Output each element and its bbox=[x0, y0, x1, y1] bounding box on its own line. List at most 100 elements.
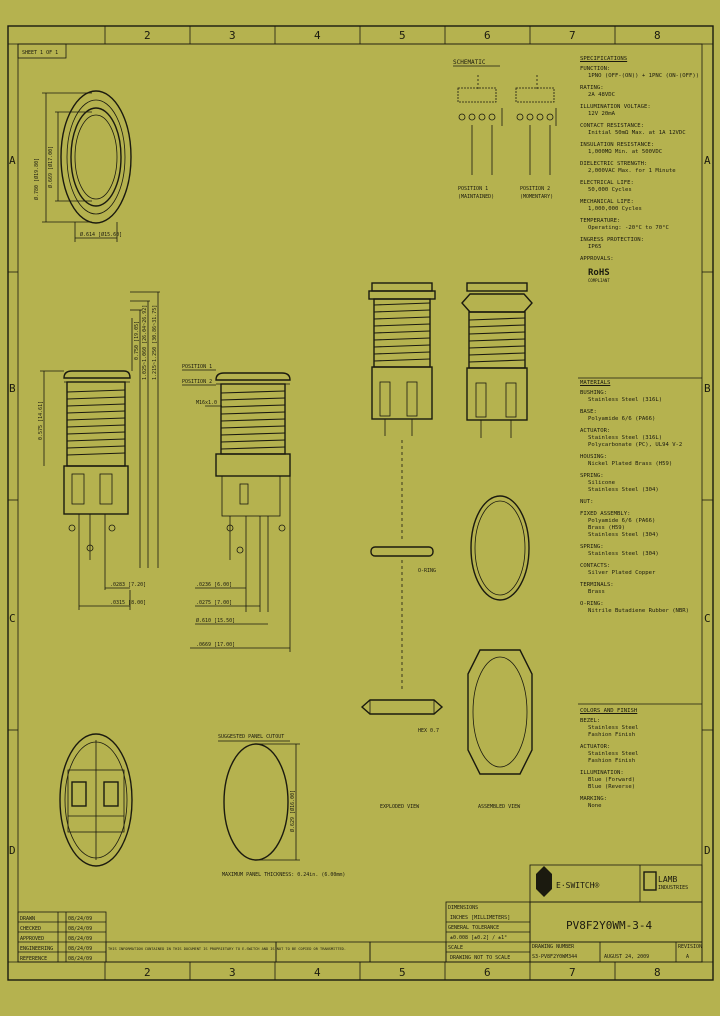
zone-col-5-bottom: 5 bbox=[399, 966, 406, 979]
tb-sign-3-date: 08/24/09 bbox=[68, 946, 92, 952]
tb-dwg-label: DRAWING NUMBER bbox=[532, 944, 575, 950]
zone-col-8-bottom: 8 bbox=[654, 966, 661, 979]
tb-units: INCHES [MILLIMETERS] bbox=[450, 915, 510, 921]
schematic: SCHEMATIC POSITION 1 (MAINTAINED) POSITI… bbox=[453, 59, 557, 200]
dim-top-v1: Ø.669 [Ø17.00] bbox=[47, 146, 54, 188]
zone-row-c: C bbox=[9, 612, 16, 625]
material-item: O-RING:Nitrile Butadiene Rubber (NBR) bbox=[580, 601, 700, 615]
rohs-badge: RoHS COMPLIANT bbox=[588, 268, 700, 283]
assembled-view: ASSEMBLED VIEW bbox=[461, 282, 533, 810]
spec-item: INSULATION RESISTANCE:1,000MΩ Min. at 50… bbox=[580, 142, 700, 156]
colors-finish-title: COLORS AND FINISH bbox=[580, 708, 638, 714]
tb-units-label: DIMENSIONS bbox=[448, 905, 478, 911]
exploded-view: O-RING HEX 0.7 EXPLODED VIEW bbox=[360, 282, 444, 810]
material-item: NUT: bbox=[580, 499, 700, 506]
spec-value: 2,000VAC Max. for 1 Minute bbox=[588, 168, 676, 174]
spec-value: 2A 48VDC bbox=[588, 92, 615, 98]
dim-side-d: 1.215~1.250 [30.86~31.75] bbox=[152, 305, 158, 380]
brand-eswitch: E·SWITCH® bbox=[556, 881, 600, 890]
brand-lamb-sub: INDUSTRIES bbox=[658, 885, 688, 891]
color-finish-value: Blue (Reverse) bbox=[588, 784, 636, 790]
eswitch-logo: E·SWITCH® bbox=[536, 866, 600, 897]
tb-date: AUGUST 24, 2009 bbox=[604, 954, 649, 960]
schematic-pos1: POSITION 1 bbox=[458, 186, 488, 192]
color-finish-label: ACTUATOR: bbox=[580, 744, 611, 750]
material-value: Polyamide 6/6 (PA66) bbox=[588, 518, 656, 524]
color-finish-label: MARKING: bbox=[580, 796, 607, 802]
label-assembled: ASSEMBLED VIEW bbox=[478, 804, 521, 810]
tb-sign-0-date: 08/24/09 bbox=[68, 916, 92, 922]
material-value: Silver Plated Copper bbox=[588, 570, 656, 576]
dim-b1: .0275 [7.00] bbox=[196, 600, 232, 606]
material-item: SPRING:Stainless Steel (304) bbox=[580, 544, 700, 558]
material-item: TERMINALS:Brass bbox=[580, 582, 700, 596]
material-item: HOUSING:Nickel Plated Brass (H59) bbox=[580, 454, 700, 468]
zone-col-4: 4 bbox=[314, 29, 321, 42]
spec-item: TEMPERATURE:Operating: -20°C to 70°C bbox=[580, 218, 700, 232]
spec-item: RATING:2A 48VDC bbox=[580, 85, 700, 99]
material-value: Stainless Steel (304) bbox=[588, 551, 659, 557]
color-finish-value: Stainless Steel bbox=[588, 751, 639, 757]
spec-item: ILLUMINATION VOLTAGE:12V 20mA bbox=[580, 104, 700, 118]
label-exploded: EXPLODED VIEW bbox=[380, 804, 420, 810]
spec-value: 1,000MΩ Min. at 500VDC bbox=[588, 149, 663, 155]
material-label: FIXED ASSEMBLY: bbox=[580, 511, 631, 517]
material-value: Silicone bbox=[588, 480, 615, 486]
spec-value: 1,000,000 Cycles bbox=[588, 206, 642, 212]
tb-notice: THIS INFORMATION CONTAINED IN THIS DOCUM… bbox=[108, 947, 346, 951]
material-label: HOUSING: bbox=[580, 454, 607, 460]
spec-value: 1PNO (OFF-(ON)) + 1PNC (ON-(OFF)) bbox=[588, 73, 700, 79]
tb-sign-3: ENGINEERING bbox=[20, 946, 53, 952]
material-label: O-RING: bbox=[580, 601, 604, 607]
dim-side-a: 0.575 [14.61] bbox=[38, 401, 44, 440]
material-label: SPRING: bbox=[580, 544, 604, 550]
dim-b5: .0669 [17.00] bbox=[196, 642, 235, 648]
spec-item: CONTACT RESISTANCE:Initial 50mΩ Max. at … bbox=[580, 123, 700, 137]
material-value: Polyamide 6/6 (PA66) bbox=[588, 416, 656, 422]
color-finish-value: Fashion Finish bbox=[588, 758, 636, 764]
panel-title: SUGGESTED PANEL CUTOUT bbox=[218, 734, 284, 740]
zone-col-6: 6 bbox=[484, 29, 491, 42]
panel-note: MAXIMUM PANEL THICKNESS: 0.24in. (6.00mm… bbox=[222, 872, 345, 878]
spec-item: ELECTRICAL LIFE:50,000 Cycles bbox=[580, 180, 700, 194]
lamb-logo: LAMB INDUSTRIES bbox=[643, 871, 688, 891]
dim-b3: .0315 [8.00] bbox=[110, 600, 146, 606]
side-view-right: POSITION 1 POSITION 2 M16x1.0 .0236 [6.0… bbox=[182, 364, 291, 652]
spec-label: INSULATION RESISTANCE: bbox=[580, 142, 655, 148]
material-value: Polycarbonate (PC), UL94 V-2 bbox=[588, 442, 683, 448]
material-label: ACTUATOR: bbox=[580, 428, 611, 434]
materials-title: MATERIALS bbox=[580, 380, 611, 386]
dim-side-c: 1.025~1.060 [26.04~26.92] bbox=[142, 305, 148, 380]
side-view-left: 0.575 [14.61] 0.750 [19.05] 1.025~1.060 … bbox=[38, 291, 160, 610]
color-finish-value: Stainless Steel bbox=[588, 725, 639, 731]
specifications-column: SPECIFICATIONS FUNCTION:1PNO (OFF-(ON)) … bbox=[580, 56, 700, 283]
color-finish-value: Fashion Finish bbox=[588, 732, 636, 738]
spec-label: DIELECTRIC STRENGTH: bbox=[580, 161, 648, 167]
color-finish-value: Blue (Forward) bbox=[588, 777, 636, 783]
tb-scale: DRAWING NOT TO SCALE bbox=[450, 955, 510, 961]
spec-label: ELECTRICAL LIFE: bbox=[580, 180, 634, 186]
spec-label: TEMPERATURE: bbox=[580, 218, 621, 224]
tb-sign-0: DRAWN bbox=[20, 916, 35, 922]
rohs-sub: COMPLIANT bbox=[588, 278, 610, 283]
tb-sign-4: REFERENCE bbox=[20, 956, 47, 962]
material-value: Stainless Steel (316L) bbox=[588, 435, 663, 441]
dim-pos1: POSITION 1 bbox=[182, 364, 212, 370]
material-value: Nitrile Butadiene Rubber (NBR) bbox=[588, 608, 690, 614]
tb-scale-label: SCALE bbox=[448, 945, 463, 951]
color-finish-label: ILLUMINATION: bbox=[580, 770, 624, 776]
material-item: CONTACTS:Silver Plated Copper bbox=[580, 563, 700, 577]
spec-value: Initial 50mΩ Max. at 1A 12VDC bbox=[588, 130, 686, 136]
schematic-title: SCHEMATIC bbox=[453, 59, 486, 66]
dim-top-v2: Ø.780 [Ø19.80] bbox=[33, 158, 40, 200]
material-item: FIXED ASSEMBLY:Polyamide 6/6 (PA66)Brass… bbox=[580, 511, 700, 539]
zone-row-b-right: B bbox=[704, 382, 711, 395]
tb-tol: ±0.008 [±0.2] / ±1° bbox=[450, 935, 507, 941]
top-view: Ø.780 [Ø19.80] Ø.669 [Ø17.00] Ø.614 [Ø15… bbox=[33, 90, 132, 242]
material-label: NUT: bbox=[580, 499, 594, 505]
materials-column: MATERIALS BUSHING:Stainless Steel (316L)… bbox=[580, 380, 700, 620]
spec-label: APPROVALS: bbox=[580, 256, 614, 262]
zone-col-3: 3 bbox=[229, 29, 236, 42]
